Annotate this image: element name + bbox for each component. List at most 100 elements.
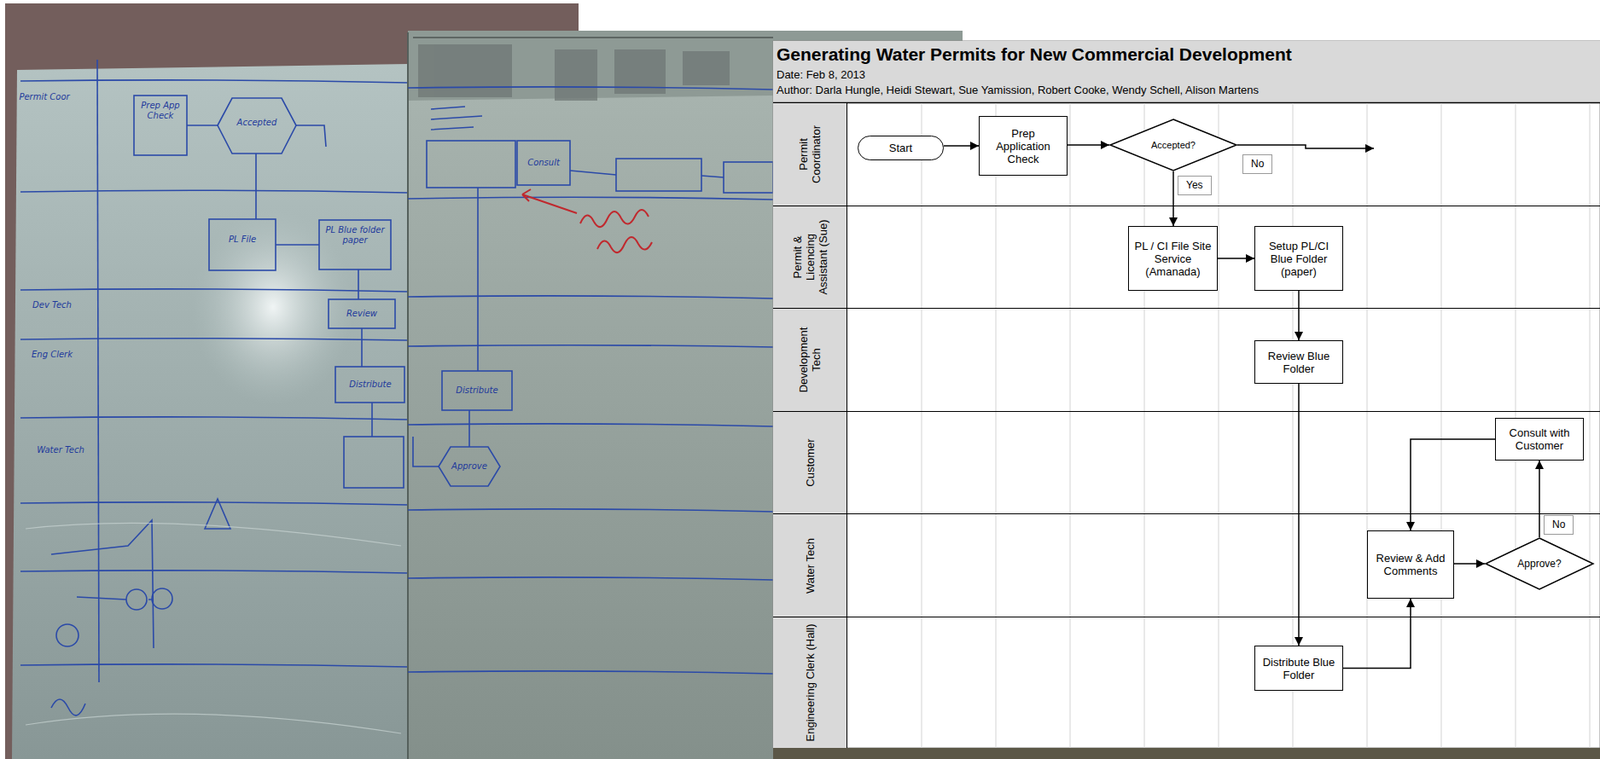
handwritten-lane: Dev Tech <box>22 300 82 311</box>
box-text: Setup PL/CI Blue Folder (paper) <box>1260 239 1338 279</box>
date-label: Date: Feb 8, 2013 <box>776 68 866 82</box>
red-scribble <box>580 209 649 227</box>
start-terminal: Start <box>857 135 944 161</box>
sketch-arrow <box>357 269 360 300</box>
swimlane: Customer Consult with Customer <box>773 412 1600 515</box>
sketch-arrow <box>186 124 218 127</box>
lane-title: Development Tech <box>797 317 823 403</box>
flow-connector <box>1454 563 1485 565</box>
lane-header: Permit & Licencing Assistant (Sue) <box>773 206 848 309</box>
handwritten-step: Prep App Check <box>139 100 182 122</box>
sketch-box <box>426 140 516 188</box>
sketch-arrow <box>468 410 471 448</box>
grid-line <box>921 103 923 749</box>
sketch-wire <box>76 597 152 600</box>
sketch-arrow <box>275 244 320 246</box>
handwritten-lane: Water Tech <box>34 445 88 456</box>
lane-line <box>20 190 408 193</box>
grid-line <box>1144 103 1146 749</box>
connectors <box>943 145 1540 670</box>
sketch-wire <box>51 520 154 649</box>
process-box: Consult with Customer <box>1495 418 1584 461</box>
flow-connector <box>943 145 979 147</box>
box-text: Consult with Customer <box>1501 426 1578 453</box>
author-label: Author: Darla Hungle, Heidi Stewart, Sue… <box>776 83 1259 98</box>
sketch-arrow <box>360 328 363 367</box>
sketch-arrow <box>255 153 257 220</box>
lane-line <box>407 424 774 427</box>
flow-connector <box>1217 257 1255 260</box>
label-text: Approve <box>447 461 492 472</box>
swimlane: Water TechReview & Add CommentsApprove? <box>773 514 1600 618</box>
label-text: Date: Feb 8, 2013 <box>776 68 866 82</box>
grid-line <box>995 103 997 749</box>
branch-label: No <box>1242 154 1273 175</box>
sketch-lines <box>407 87 774 675</box>
sketch-arrow <box>477 187 479 372</box>
lane-title: Customer <box>803 420 817 507</box>
box-text: Distribute Blue Folder <box>1260 656 1338 682</box>
decision-diamond: Accepted? <box>1109 118 1238 172</box>
handwritten-step: Review <box>333 308 390 320</box>
sketch-box <box>616 158 702 192</box>
edge-label-box: No <box>1543 515 1574 536</box>
lane-header: Customer <box>773 412 848 514</box>
lane-line <box>20 664 408 668</box>
sketch-circle <box>126 589 147 611</box>
whiteboard-sheet <box>407 95 774 759</box>
sketch-circle <box>56 624 79 647</box>
sketch-arrow <box>570 170 617 175</box>
label-text: PL Blue folder paper <box>322 225 388 246</box>
label-text: Eng Clerk <box>22 349 82 361</box>
lane-title: Engineering Clerk (Hall) <box>803 623 817 744</box>
red-arrow <box>522 189 577 214</box>
edge-label: No <box>1552 518 1566 532</box>
box-text: Review Blue Folder <box>1260 349 1338 376</box>
header-band <box>773 40 1600 103</box>
label-text: Permit Coor <box>18 92 70 103</box>
flow-connector <box>1297 290 1300 341</box>
grid-line <box>1441 103 1443 749</box>
poster <box>554 49 598 101</box>
lane-header: Engineering Clerk (Hall) <box>773 617 848 749</box>
process-box: Prep Application Check <box>978 116 1068 176</box>
posters <box>418 44 730 101</box>
decision-diamond: Approve? <box>1484 537 1595 591</box>
red-scribble <box>597 237 652 253</box>
box-text: PL / CI File Site Service (Amanada) <box>1134 239 1212 279</box>
process-box: Setup PL/CI Blue Folder (paper) <box>1254 226 1344 291</box>
plastic-wrinkles <box>25 523 402 734</box>
box-text: Accepted? <box>1151 139 1196 152</box>
lane-header: Water Tech <box>773 514 848 617</box>
lane-line <box>407 345 774 348</box>
handwritten-step: PL File <box>212 234 273 245</box>
lane-title: Permit Coordinator <box>797 111 823 198</box>
lane-line <box>407 87 774 90</box>
handwritten-lane: Eng Clerk <box>22 349 82 361</box>
flow-connector <box>1172 171 1175 227</box>
lane-line <box>20 570 408 574</box>
label-text: Water Tech <box>34 445 88 456</box>
title-block: Generating Water Permits for New Commerc… <box>776 44 1292 65</box>
label-text: Dev Tech <box>22 300 82 311</box>
sketch-lines <box>20 59 408 716</box>
label-text: Accepted <box>223 117 291 128</box>
edge-label: Yes <box>1186 179 1204 192</box>
process-box: PL / CI File Site Service (Amanada) <box>1128 226 1218 291</box>
box-text: Start <box>889 141 913 155</box>
label-text: Distribute <box>340 379 401 390</box>
box-text: Prep Application Check <box>984 127 1062 166</box>
red-markings <box>522 189 652 253</box>
lane-line <box>407 577 774 581</box>
label-text: PL File <box>212 234 273 245</box>
lane-line <box>407 197 774 200</box>
wrinkle <box>25 523 402 547</box>
flow-connector <box>1343 599 1411 670</box>
diagram-title: Generating Water Permits for New Commerc… <box>776 44 1292 65</box>
handwritten-step: Distribute <box>340 379 401 390</box>
handwritten-lane: Permit Coor <box>18 92 70 103</box>
swimlane: Permit & Licencing Assistant (Sue) PL / C… <box>773 206 1600 309</box>
poster <box>418 44 512 98</box>
sketch-box <box>328 299 396 329</box>
